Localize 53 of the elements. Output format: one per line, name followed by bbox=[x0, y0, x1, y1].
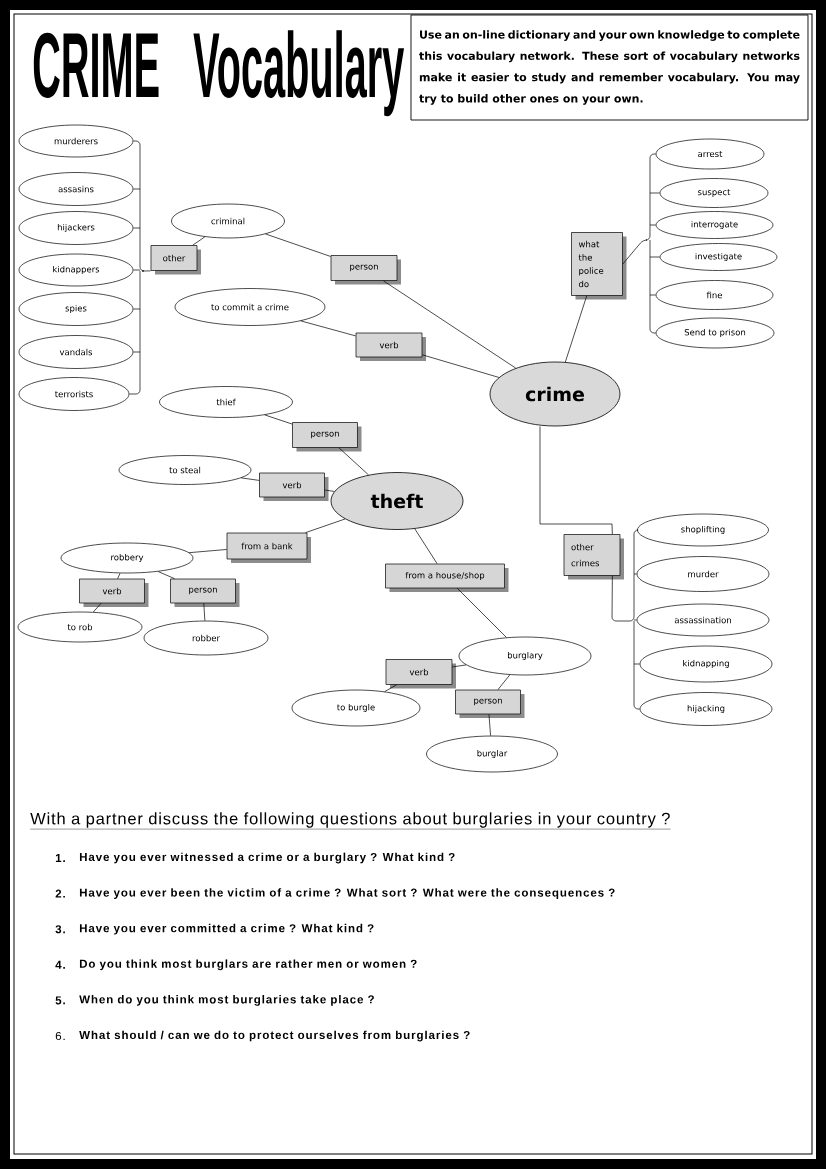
category-box: person bbox=[455, 689, 525, 718]
question-number: 3. bbox=[55, 925, 65, 934]
connector-line bbox=[203, 603, 206, 621]
discussion-heading: With a partner discuss the following questions about burglaries in your country ? bbox=[30, 812, 671, 830]
brace-connector bbox=[622, 153, 660, 334]
connector-line bbox=[265, 233, 331, 257]
connector-line bbox=[324, 489, 335, 492]
question-number: 1. bbox=[55, 854, 65, 862]
connector-line bbox=[414, 528, 438, 564]
category-box: verb bbox=[355, 332, 426, 361]
category-box: from a house/shop bbox=[385, 563, 509, 592]
connector-line bbox=[383, 280, 517, 369]
question-text: Have you ever committed a crime ? What kind ? bbox=[79, 923, 374, 935]
connector-line bbox=[497, 674, 511, 690]
connector-line bbox=[157, 571, 175, 579]
connector-line bbox=[240, 477, 260, 481]
category-box: person bbox=[330, 255, 401, 285]
category-box: what the police do bbox=[571, 232, 627, 300]
category-box: person bbox=[170, 578, 240, 607]
instruction-box: Use an on-line dictionary and your own knowledge to complete this vocabulary network. These sort of vocabulary networks make it easier to study and remember vocabulary. You may try to build other ones on your own. bbox=[410, 14, 809, 121]
category-box: verb bbox=[259, 472, 329, 501]
connector-line bbox=[488, 714, 491, 736]
connector-line bbox=[188, 549, 227, 553]
question-text: Have you ever been the victim of a crime ? What sort ? What were the consequences ? bbox=[79, 888, 615, 899]
connector-line bbox=[539, 426, 613, 535]
connector-line bbox=[565, 295, 588, 363]
connector-line bbox=[300, 320, 356, 337]
page-title: CRIME Vocabulary bbox=[33, 30, 405, 117]
connector-line bbox=[452, 664, 467, 668]
question-text: Have you ever witnessed a crime or a burglary ? What kind ? bbox=[79, 852, 455, 864]
category-box: verb bbox=[385, 659, 456, 689]
brace-connector bbox=[611, 529, 640, 710]
category-box: from a bank bbox=[226, 532, 311, 563]
connector-line bbox=[384, 684, 397, 692]
connector-line bbox=[457, 588, 507, 638]
question-text: Do you think most burglars are rather men or women ? bbox=[79, 959, 417, 971]
category-box: other crimes bbox=[563, 534, 624, 580]
connector-line bbox=[192, 236, 206, 246]
question-number: 5. bbox=[55, 996, 65, 1005]
connector-line bbox=[93, 603, 102, 613]
category-box: verb bbox=[79, 578, 149, 607]
category-box: other bbox=[150, 245, 201, 275]
connector-line bbox=[264, 414, 293, 425]
category-box: person bbox=[292, 422, 362, 452]
connector-line bbox=[305, 518, 346, 533]
question-number: 6. bbox=[55, 1031, 65, 1041]
question-number: 4. bbox=[55, 960, 65, 969]
question-text: When do you think most burglaries take place ? bbox=[79, 995, 374, 1006]
connector-line bbox=[338, 447, 369, 476]
connector-line bbox=[117, 572, 121, 579]
question-number: 2. bbox=[55, 889, 65, 898]
connector-line bbox=[422, 354, 500, 378]
question-text: What should / can we do to protect ourselves from burglaries ? bbox=[79, 1030, 470, 1042]
